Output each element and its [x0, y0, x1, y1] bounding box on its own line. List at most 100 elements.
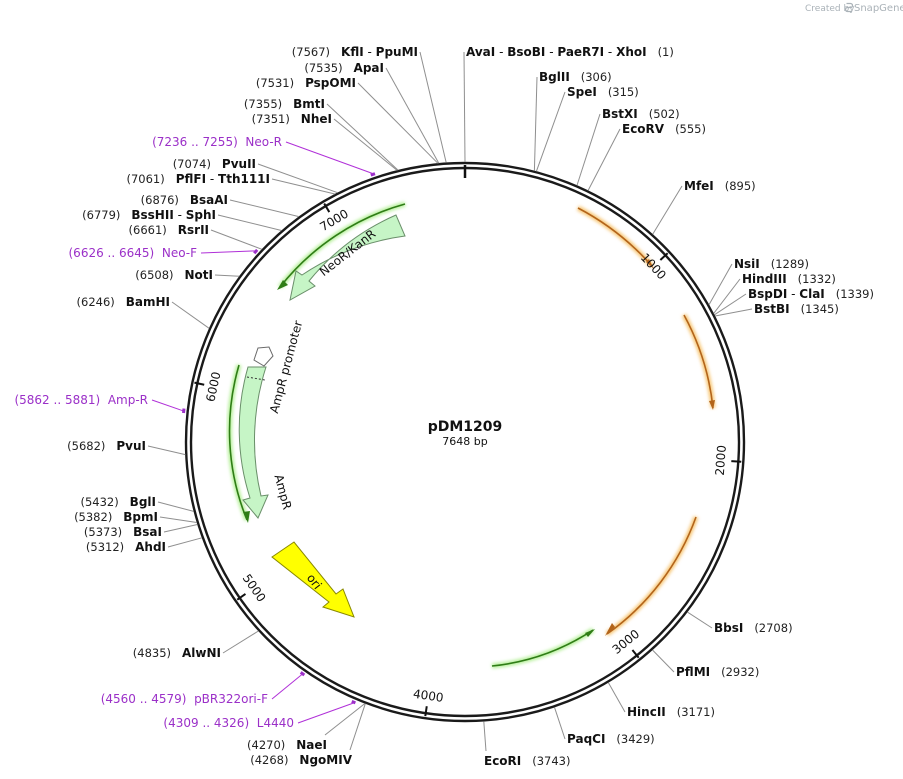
enzyme-name: XhoI [616, 45, 647, 59]
enzyme-site-bspdi-clai[interactable]: BspDI - ClaI (1339) [748, 287, 874, 301]
enzyme-labels: AvaI - BsoBI - PaeR7I - XhoI (1) BglII (3… [67, 45, 874, 768]
enzyme-site-pflmi[interactable]: PflMI (2932) [676, 665, 759, 679]
enzyme-site-nhei[interactable]: (7351) NheI [252, 112, 332, 126]
enzyme-site-bgli[interactable]: (5432) BglI [80, 495, 156, 509]
tick-mark-2000 [731, 460, 742, 463]
enzyme-name: NgoMIV [299, 753, 352, 767]
enzyme-position: (5432) [80, 495, 118, 509]
enzyme-position: (1345) [801, 302, 839, 316]
enzyme-position: (7061) [126, 172, 164, 186]
enzyme-site-bbsi[interactable]: BbsI (2708) [714, 621, 793, 635]
enzyme-position: (7535) [304, 61, 342, 75]
svg-text:(5373) BsaI: (5373) BsaI [84, 525, 162, 539]
enzyme-name: AlwNI [182, 646, 221, 660]
primer-marks [151, 141, 376, 724]
enzyme-site-nsii[interactable]: NsiI (1289) [734, 257, 809, 271]
enzyme-position: (1339) [836, 287, 874, 301]
tick-label-5000: 5000 [240, 571, 269, 604]
enzyme-name: NotI [185, 268, 214, 282]
enzyme-site-noti[interactable]: (6508) NotI [135, 268, 213, 282]
enzyme-site-ecorv[interactable]: EcoRV (555) [622, 122, 706, 136]
enzyme-site-rsrii[interactable]: (6661) RsrII [129, 223, 209, 237]
primer-mark [253, 248, 259, 255]
enzyme-site-bsaai[interactable]: (6876) BsaAI [141, 193, 228, 207]
primer-neo-f[interactable]: (6626 .. 6645) Neo-F [69, 246, 198, 260]
primer-range: (7236 .. 7255) [152, 135, 238, 149]
enzyme-name: BspDI [748, 287, 787, 301]
enzyme-site-alwni[interactable]: (4835) AlwNI [133, 646, 221, 660]
enzyme-site-bpmi[interactable]: (5382) BpmI [74, 510, 158, 524]
svg-text:(4268) NgoMIV: (4268) NgoMIV [250, 753, 353, 767]
enzyme-site-bglii[interactable]: BglII (306) [539, 70, 612, 84]
tick-mark-1000 [659, 252, 669, 261]
enzyme-site-bamhi[interactable]: (6246) BamHI [77, 295, 170, 309]
enzyme-site-pvui[interactable]: (5682) PvuI [67, 439, 146, 453]
enzyme-name: Tth111I [218, 172, 270, 186]
enzyme-position: (502) [649, 107, 680, 121]
svg-text:(5312) AhdI: (5312) AhdI [86, 540, 166, 554]
svg-text:(7535) ApaI: (7535) ApaI [304, 61, 384, 75]
enzyme-name: EcoRV [622, 122, 665, 136]
enzyme-site-naei[interactable]: (4270) NaeI [247, 738, 327, 752]
enzyme-name: BglI [130, 495, 156, 509]
orf-arcs [576, 205, 716, 637]
primer-mark [299, 671, 306, 677]
primer-labels: (7236 .. 7255) Neo-R (6626 .. 6645) Neo-F… [14, 135, 294, 730]
plasmid-length: 7648 bp [442, 435, 487, 448]
svg-text:BglII (306): BglII (306) [539, 70, 612, 84]
enzyme-name: BamHI [126, 295, 170, 309]
enzyme-site-hindiii[interactable]: HindIII (1332) [742, 272, 836, 286]
enzyme-site-apai[interactable]: (7535) ApaI [304, 61, 384, 75]
svg-text:(4835) AlwNI: (4835) AlwNI [133, 646, 221, 660]
enzyme-site-bstbi[interactable]: BstBI (1345) [754, 302, 839, 316]
enzyme-name: BglII [539, 70, 570, 84]
enzyme-position: (6876) [141, 193, 179, 207]
enzyme-site-avai-bsobi-paer7i-xhoi[interactable]: AvaI - BsoBI - PaeR7I - XhoI (1) [466, 45, 674, 59]
enzyme-name: MfeI [684, 179, 714, 193]
enzyme-site-bmti[interactable]: (7355) BmtI [244, 97, 325, 111]
primer-pbr322ori-f[interactable]: (4560 .. 4579) pBR322ori-F [101, 692, 268, 706]
enzyme-position: (1289) [771, 257, 809, 271]
enzyme-site-ngomiv[interactable]: (4268) NgoMIV [250, 753, 353, 767]
enzyme-name: PaqCI [567, 732, 605, 746]
enzyme-site-ecori[interactable]: EcoRI (3743) [484, 754, 570, 768]
enzyme-site-hincii[interactable]: HincII (3171) [627, 705, 715, 719]
enzyme-name: PaeR7I [557, 45, 604, 59]
snapgene-logo-icon [844, 2, 854, 13]
watermark-brand: SnapGene [854, 3, 903, 14]
enzyme-name: HindIII [742, 272, 787, 286]
enzyme-position: (7074) [173, 157, 211, 171]
primer-neo-r[interactable]: (7236 .. 7255) Neo-R [152, 135, 282, 149]
enzyme-position: (2708) [754, 621, 792, 635]
enzyme-site-bstxi[interactable]: BstXI (502) [602, 107, 680, 121]
enzyme-name: EcoRI [484, 754, 521, 768]
primer-amp-r[interactable]: (5862 .. 5881) Amp-R [14, 393, 148, 407]
enzyme-site-pvuii[interactable]: (7074) PvuII [173, 157, 256, 171]
svg-text:(7061) PflFI - Tth111I: (7061) PflFI - Tth111I [126, 172, 270, 186]
svg-text:SpeI (315): SpeI (315) [567, 85, 639, 99]
primer-range: (5862 .. 5881) [14, 393, 100, 407]
primer-name: Neo-R [245, 135, 282, 149]
enzyme-site-ahdi[interactable]: (5312) AhdI [86, 540, 166, 554]
enzyme-site-bsshii-sphi[interactable]: (6779) BssHII - SphI [82, 208, 216, 222]
enzyme-site-bsai[interactable]: (5373) BsaI [84, 525, 162, 539]
enzyme-site-spei[interactable]: SpeI (315) [567, 85, 639, 99]
enzyme-position: (4268) [250, 753, 288, 767]
enzyme-site-pspomi[interactable]: (7531) PspOMI [256, 76, 356, 90]
enzyme-position: (3429) [616, 732, 654, 746]
enzyme-site-mfei[interactable]: MfeI (895) [684, 179, 756, 193]
enzyme-position: (6246) [77, 295, 115, 309]
enzyme-position: (7531) [256, 76, 294, 90]
enzyme-site-paqci[interactable]: PaqCI (3429) [567, 732, 655, 746]
enzyme-name: BsaAI [190, 193, 228, 207]
enzyme-position: (315) [608, 85, 639, 99]
primer-l4440[interactable]: (4309 .. 4326) L4440 [163, 716, 294, 730]
enzyme-name: PpuMI [376, 45, 418, 59]
feature-ori[interactable]: ori [271, 541, 355, 618]
enzyme-site-kfli-ppumi[interactable]: (7567) KflI - PpuMI [292, 45, 418, 59]
enzyme-position: (6508) [135, 268, 173, 282]
neor-kanr-label: NeoR/KanR [317, 227, 378, 279]
enzyme-site-pflfi-tth111i[interactable]: (7061) PflFI - Tth111I [126, 172, 270, 186]
enzyme-name: BssHII [131, 208, 173, 222]
primer-range: (4560 .. 4579) [101, 692, 187, 706]
